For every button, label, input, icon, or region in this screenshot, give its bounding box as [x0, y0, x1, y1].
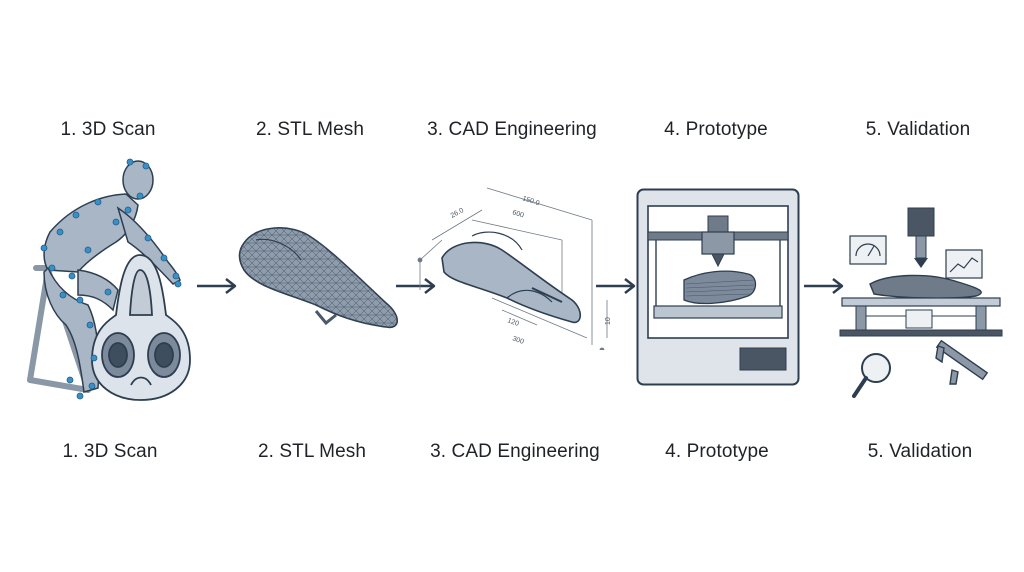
cad-dim-3: 150.0: [521, 195, 540, 207]
cad-dim-6: 10: [605, 317, 612, 325]
step-2-label-top: 2. STL Mesh: [255, 119, 365, 140]
step-4-label-top: 4. Prototype: [664, 119, 768, 140]
cad-dim-2: 600: [511, 209, 524, 219]
step-5-label-top: 5. Validation: [865, 119, 971, 140]
step-3-label-top: 3. CAD Engineering: [427, 119, 597, 140]
arrow-2-to-3: [394, 276, 438, 296]
saddle-cad-icon: 26.0 600 150.0 120 300 10: [412, 180, 622, 350]
step-3-label-bottom: 3. CAD Engineering: [430, 441, 600, 462]
cyclist-scan-icon: [18, 150, 203, 412]
cad-dim-1: 26.0: [450, 207, 465, 220]
3d-printer-icon: [636, 188, 800, 386]
step-4-label-bottom: 4. Prototype: [665, 441, 769, 462]
saddle-mesh-icon: [236, 215, 406, 335]
step-1-label-top: 1. 3D Scan: [60, 119, 156, 140]
cad-dim-5: 300: [511, 335, 524, 346]
arrow-4-to-5: [802, 276, 846, 296]
step-1-label-bottom: 1. 3D Scan: [62, 441, 158, 462]
test-rig-icon: [838, 206, 1006, 410]
arrow-1-to-2: [195, 276, 239, 296]
step-5-label-bottom: 5. Validation: [867, 441, 973, 462]
cad-dim-4: 120: [506, 317, 519, 328]
step-2-label-bottom: 2. STL Mesh: [257, 441, 367, 462]
arrow-3-to-4: [594, 276, 638, 296]
